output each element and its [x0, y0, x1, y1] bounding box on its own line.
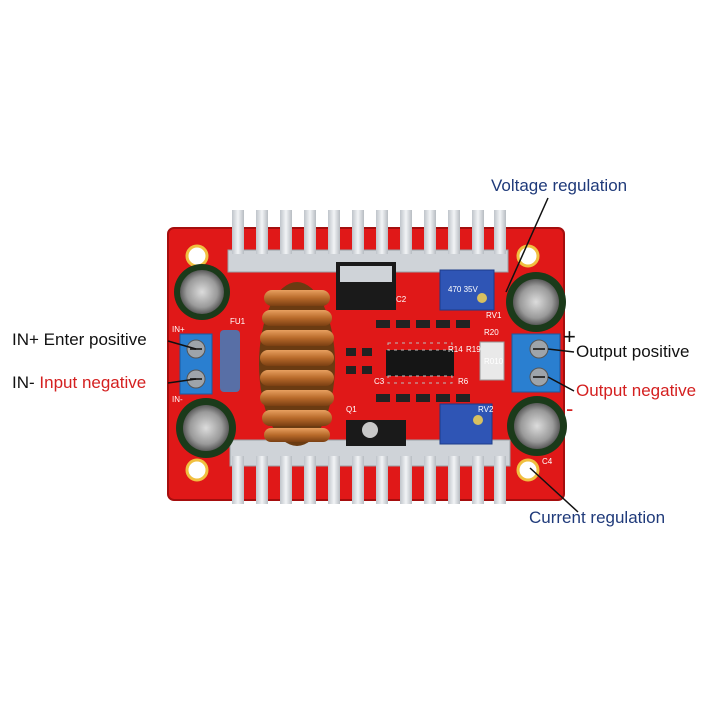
silk-c3: C3	[374, 377, 385, 386]
fuse-icon	[220, 330, 240, 392]
silk-r010: R010	[484, 357, 504, 366]
in-plus-prefix: IN+	[12, 330, 39, 349]
capacitor-top-left	[174, 264, 230, 320]
output-negative-label: Output negative	[576, 381, 697, 400]
capacitor-bottom-right	[507, 396, 567, 456]
minus-sign: -	[566, 396, 574, 421]
in-minus-label: IN- Input negative	[12, 373, 146, 393]
in-minus-text: Input negative	[39, 373, 147, 392]
silk-r20: R20	[484, 328, 499, 337]
top-heatsink	[227, 210, 509, 310]
voltage-potentiometer	[439, 269, 495, 311]
output-positive-label: Output positive	[576, 342, 690, 361]
callout-lines	[167, 197, 579, 513]
in-plus-label: IN+ Enter positive	[12, 330, 147, 350]
plus-sign: +	[563, 324, 576, 349]
output-terminal-block	[511, 333, 561, 393]
mounting-holes	[185, 244, 540, 482]
silk-in-plus: IN+	[172, 325, 185, 334]
silk-rv2: RV2	[478, 405, 494, 414]
silk-in-minus: IN-	[172, 395, 183, 404]
controller-ic	[386, 342, 454, 384]
capacitor-bottom-left	[176, 398, 236, 458]
smd-components	[346, 320, 505, 402]
silk-r14: R14	[448, 345, 463, 354]
silk-r19: R19	[466, 345, 481, 354]
silk-c2: C2	[396, 295, 407, 304]
toroid-inductor-icon	[259, 282, 335, 446]
silk-cap-value: 470 35V	[448, 285, 478, 294]
silk-q1: Q1	[346, 405, 357, 414]
silk-c4: C4	[542, 457, 553, 466]
in-plus-text: Enter positive	[43, 330, 147, 349]
current-potentiometer	[439, 403, 493, 445]
silkscreen-labels: R20 R14 R19 R6 RV1 RV2 R010 C2 C3 C4 Q1 …	[172, 285, 553, 466]
silk-rv1: RV1	[486, 311, 502, 320]
capacitor-top-right	[506, 272, 566, 332]
voltage-regulation-label: Voltage regulation	[491, 176, 628, 195]
silk-fu1: FU1	[230, 317, 246, 326]
silk-r6: R6	[458, 377, 469, 386]
input-terminal-block	[179, 333, 213, 395]
current-regulation-label: Current regulation	[529, 508, 666, 527]
in-minus-prefix: IN-	[12, 373, 35, 392]
